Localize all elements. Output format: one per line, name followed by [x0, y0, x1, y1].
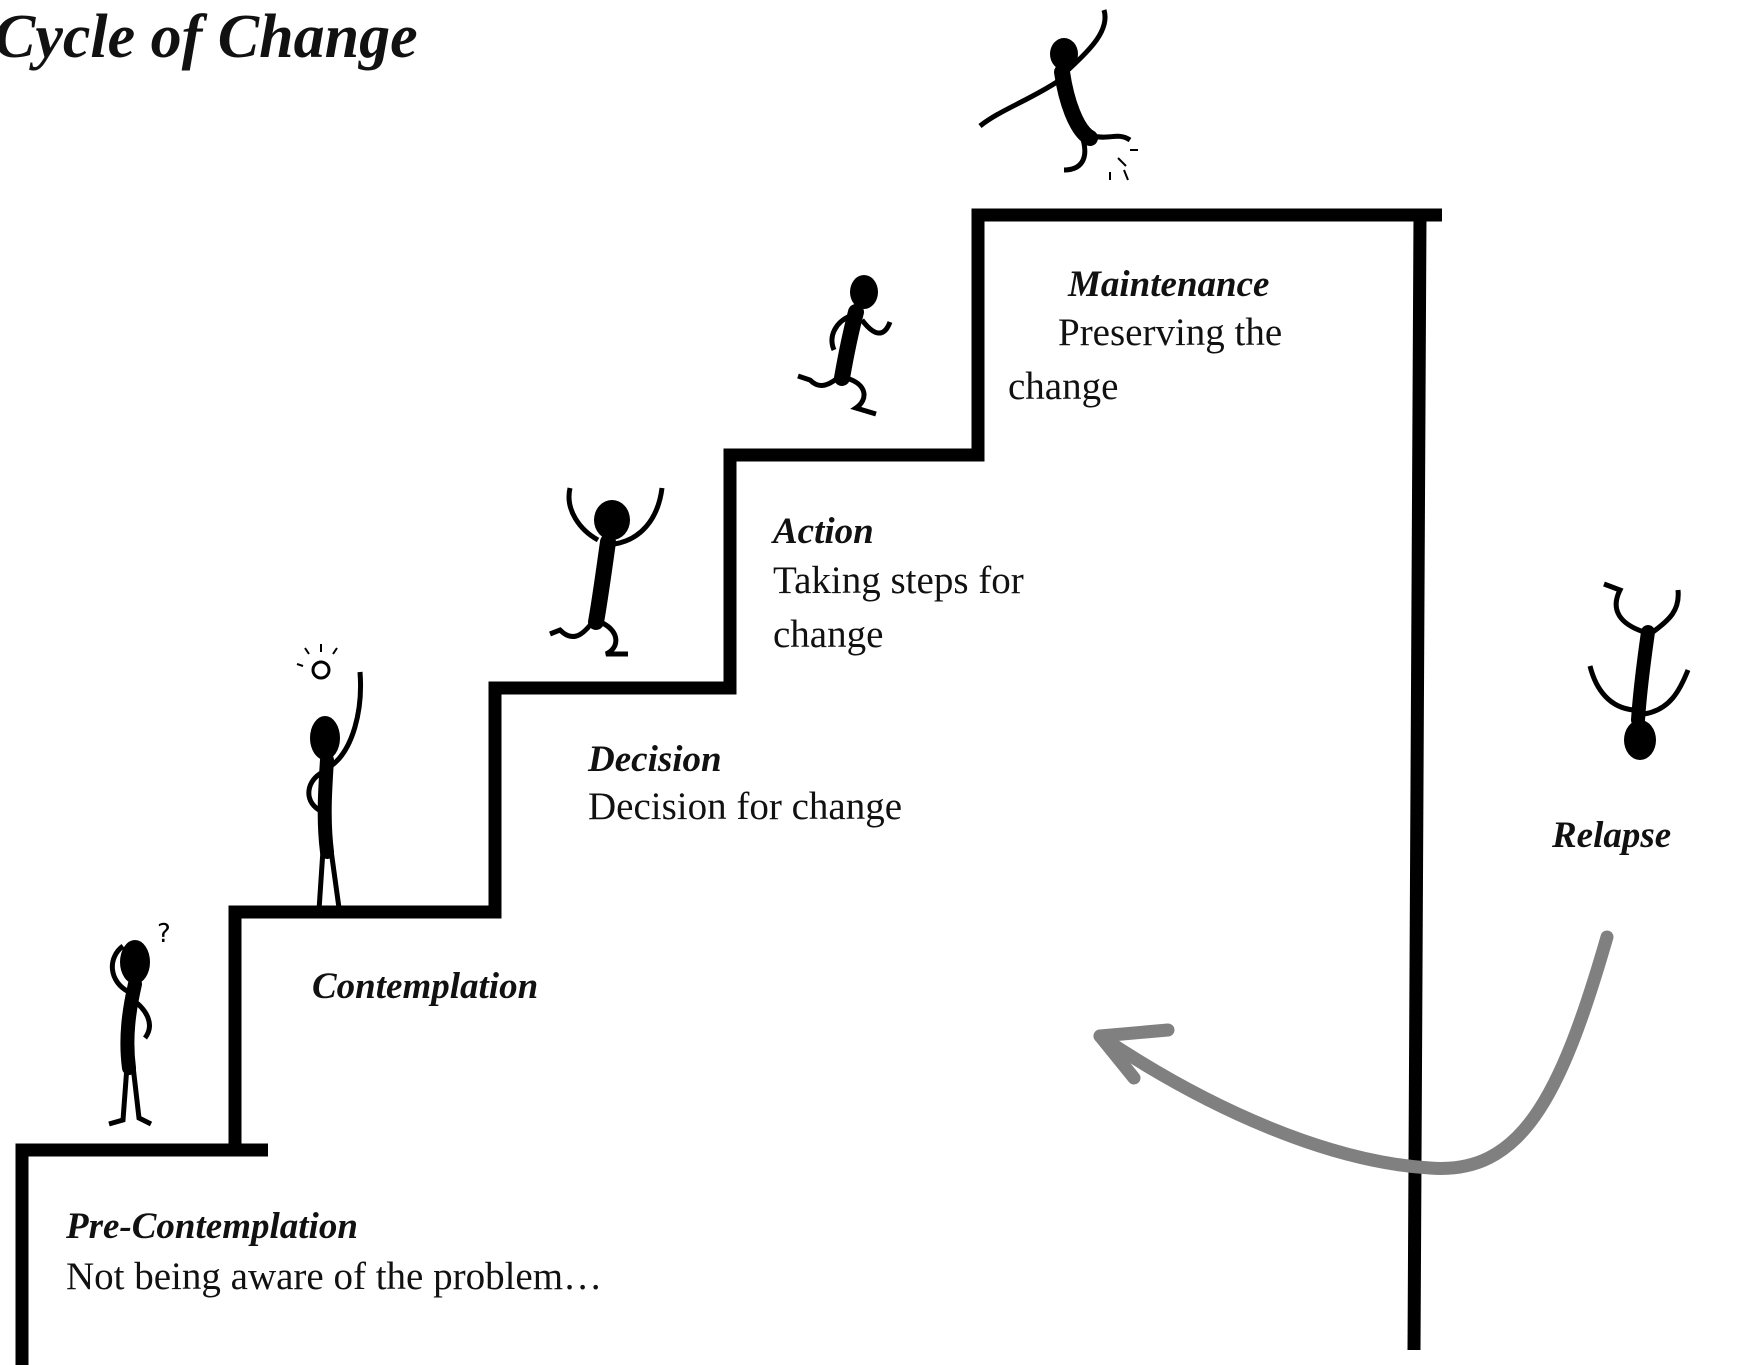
- stage-name-pre-contemplation: Pre-Contemplation: [66, 1206, 358, 1247]
- stage-desc-maintenance: Preserving the change: [1008, 311, 1283, 408]
- relapse-arrow: [1093, 930, 1614, 1175]
- relapse-arrow-curve: [1093, 930, 1614, 1175]
- maintenance-right-wall: [1407, 214, 1427, 1351]
- relapse-arrowhead: [1093, 1023, 1175, 1085]
- stage-desc-action: Taking steps for change: [773, 559, 1024, 656]
- idea-figure-icon: [296, 644, 363, 917]
- running-figure-icon: [797, 275, 893, 417]
- jumping-figure-icon: [978, 9, 1138, 181]
- diagram-title: Cycle of Change: [0, 3, 418, 71]
- stair-step-line: [15, 208, 1442, 1365]
- thinking-figure-icon: ?: [108, 919, 171, 1127]
- stage-desc-decision: Decision for change: [588, 785, 903, 828]
- stage-name-action: Action: [773, 511, 874, 552]
- stage-name-decision: Decision: [588, 739, 722, 780]
- stage-name-contemplation: Contemplation: [312, 966, 539, 1007]
- stage-name-relapse: Relapse: [1552, 815, 1672, 856]
- svg-text:?: ?: [157, 919, 171, 949]
- falling-figure-icon: [1587, 581, 1691, 760]
- stage-desc-pre-contemplation: Not being aware of the problem…: [66, 1255, 603, 1298]
- stage-name-maintenance: Maintenance: [1068, 264, 1270, 305]
- cheering-figure-icon: [549, 487, 665, 657]
